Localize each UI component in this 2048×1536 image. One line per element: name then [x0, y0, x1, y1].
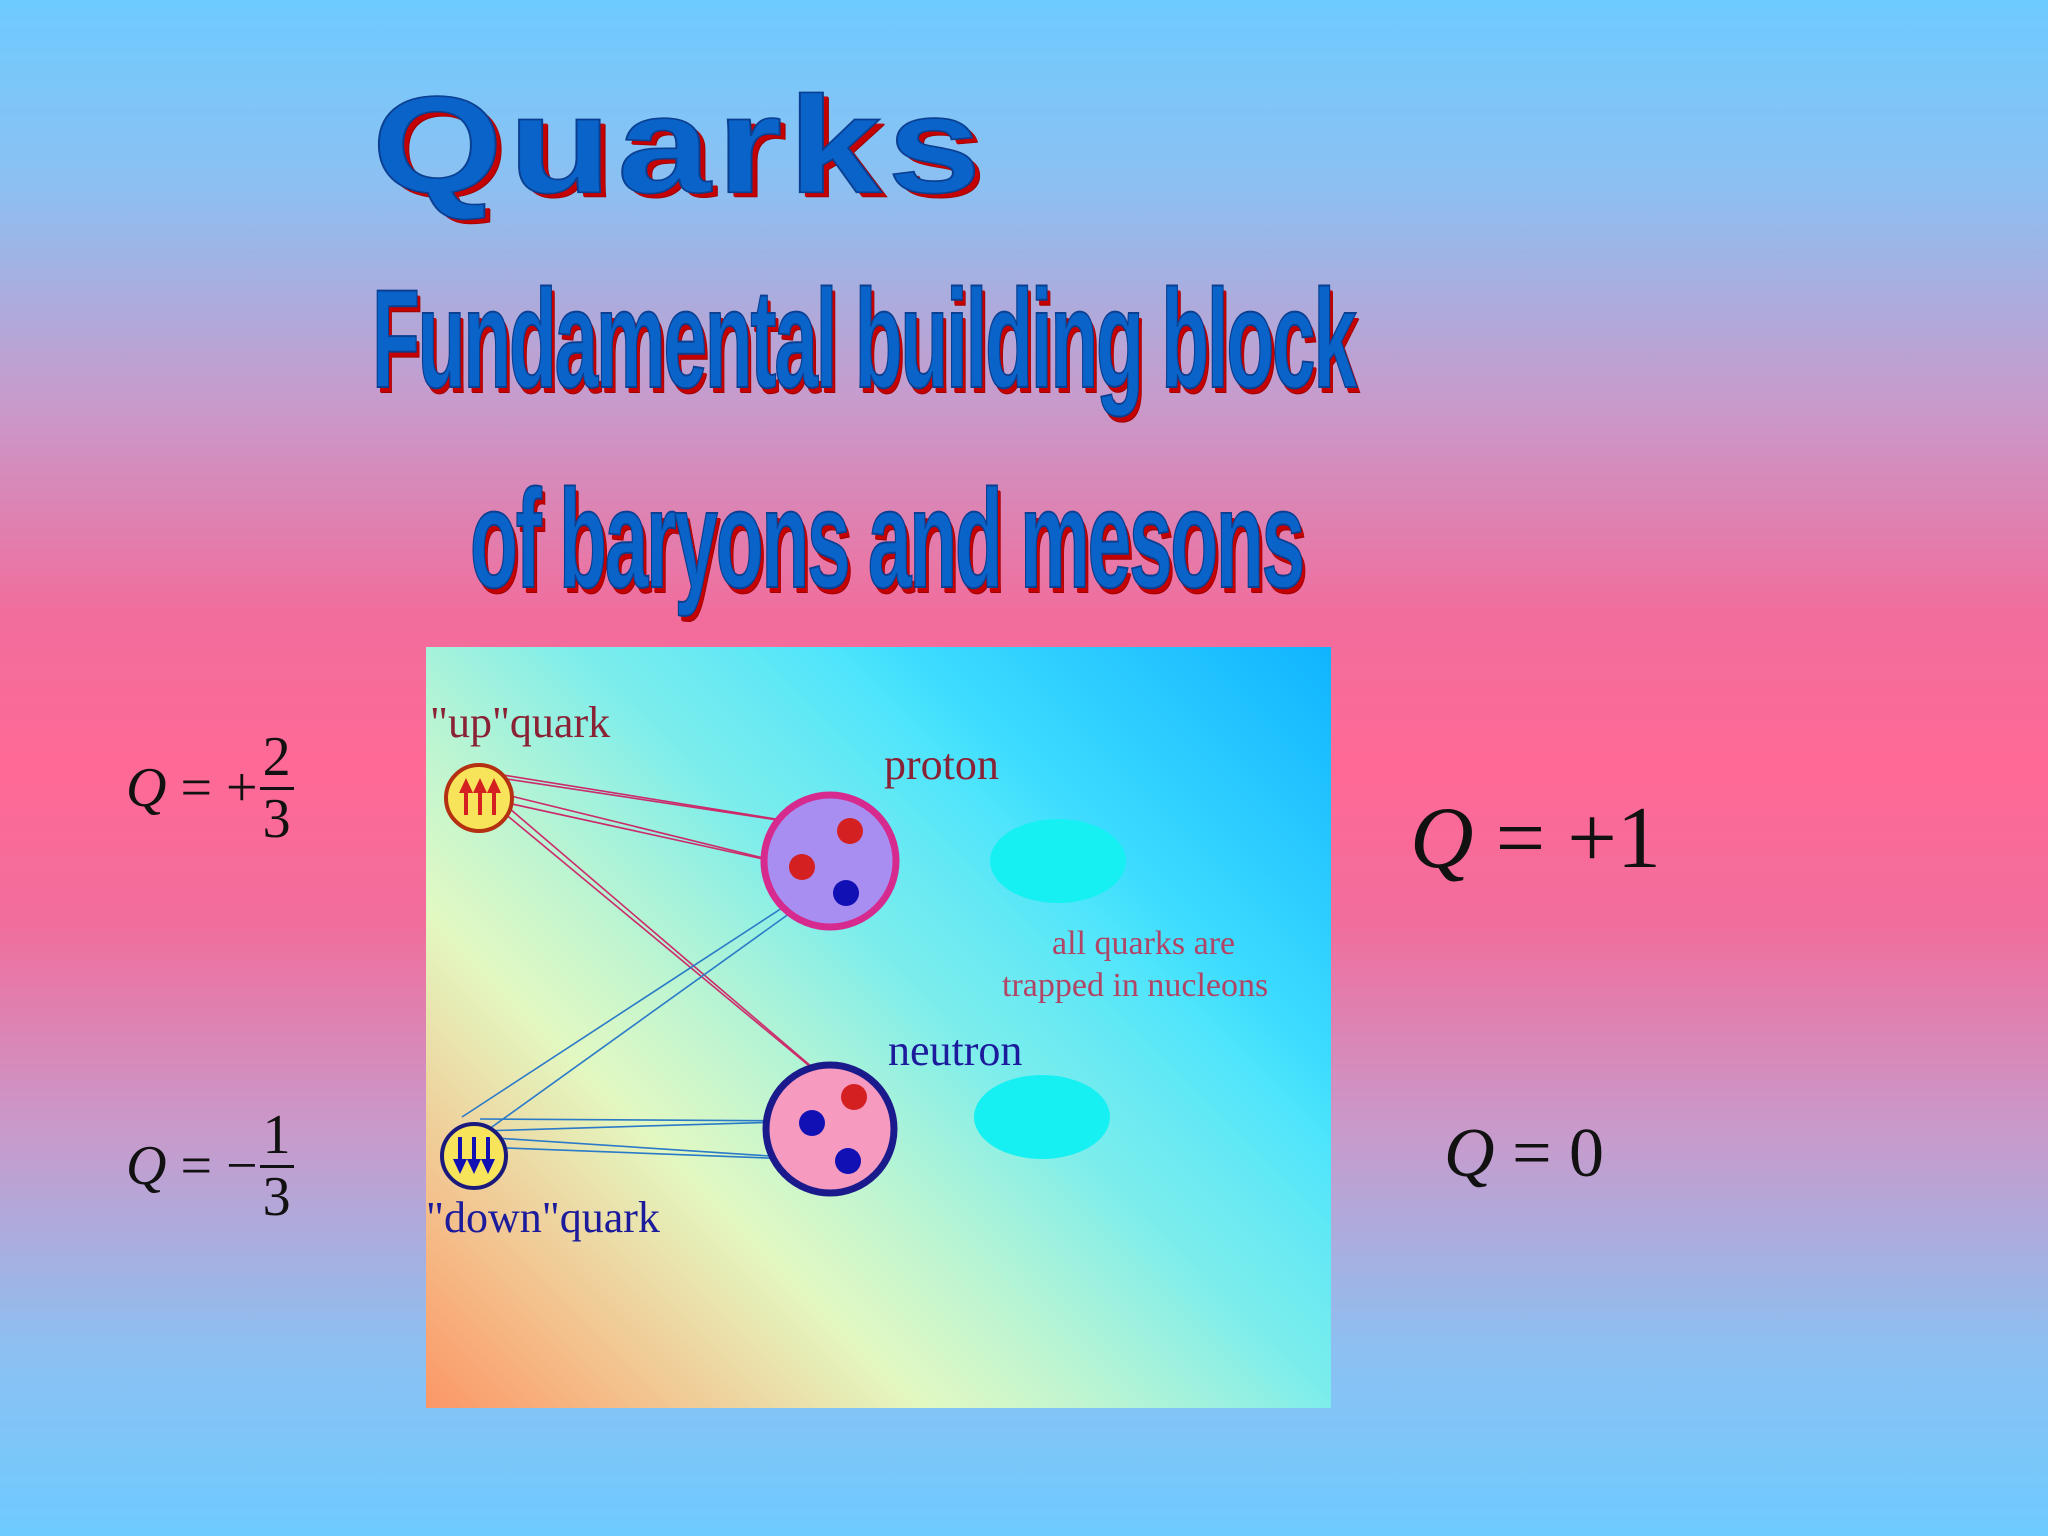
equation-relation: = +1: [1474, 788, 1661, 889]
trapped-note-line2: trapped in nucleons: [1002, 967, 1268, 1005]
neutron-charge-equation: Q = 0: [1444, 1114, 1604, 1194]
fraction-numerator: 2: [260, 728, 294, 790]
down-quark-label: "down"quark: [426, 1192, 660, 1243]
down-quark-charge-equation: Q = − 1 3: [126, 1106, 294, 1227]
charge-fraction: 2 3: [260, 728, 294, 849]
charge-symbol: Q: [1444, 1114, 1495, 1194]
fraction-numerator: 1: [260, 1106, 294, 1168]
charge-fraction: 1 3: [260, 1106, 294, 1227]
neutron-blob: [974, 1075, 1110, 1159]
up-quark-label: "up"quark: [430, 697, 610, 748]
proton-label: proton: [884, 739, 999, 790]
equation-relation: = −: [166, 1134, 257, 1198]
up-quark-charge-equation: Q = + 2 3: [126, 728, 294, 849]
slide-subtitle-line1: Fundamental building block: [372, 258, 1355, 420]
equation-relation: = 0: [1495, 1114, 1604, 1194]
equation-relation: = +: [166, 756, 257, 820]
slide-title: Quarks: [372, 66, 987, 224]
quark-diagram-graphic: [426, 647, 1331, 1408]
up-quark-icon: [446, 765, 512, 831]
charge-symbol: Q: [1410, 788, 1474, 889]
charge-symbol: Q: [126, 1134, 166, 1198]
slide-subtitle-line2: of baryons and mesons: [470, 458, 1303, 620]
fraction-denominator: 3: [263, 790, 291, 849]
charge-symbol: Q: [126, 756, 166, 820]
proton-blob: [990, 819, 1126, 903]
down-quark-icon: [442, 1124, 506, 1188]
neutron-particle: [766, 1065, 894, 1193]
neutron-label: neutron: [888, 1025, 1022, 1076]
fraction-denominator: 3: [263, 1168, 291, 1227]
proton-particle: [764, 795, 896, 927]
trapped-note-line1: all quarks are: [1052, 925, 1235, 963]
quark-diagram: "up"quark proton neutron "down"quark all…: [426, 647, 1331, 1408]
proton-charge-equation: Q = +1: [1410, 788, 1661, 889]
